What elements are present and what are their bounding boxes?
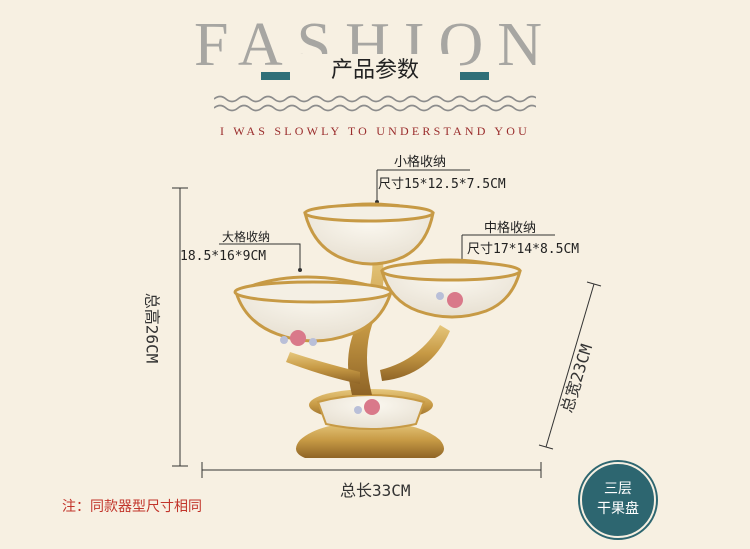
width-dimension-line — [538, 281, 602, 450]
title-bar-left — [261, 72, 299, 80]
title-bar-right — [451, 72, 489, 80]
total-height-label: 总高26CM — [142, 292, 162, 364]
product-base — [296, 389, 444, 458]
slogan: I WAS SLOWLY TO UNDERSTAND YOU — [220, 124, 530, 138]
total-length-label: 总长33CM — [340, 481, 411, 500]
wave-divider — [214, 95, 536, 112]
large-bowl — [233, 275, 393, 346]
small-compartment-label: 小格收纳 — [394, 155, 447, 170]
small-compartment-size: 尺寸15*12.5*7.5CM — [378, 177, 506, 192]
note-text: 注：同款器型尺寸相同 — [62, 499, 202, 515]
badge-line-2: 干果盘 — [597, 501, 639, 517]
length-dimension-line — [201, 462, 542, 478]
height-dimension-line — [172, 187, 188, 467]
large-compartment-label: 大格收纳 — [222, 230, 271, 244]
product-type-badge: 三层 干果盘 — [580, 462, 656, 538]
medium-bowl — [380, 258, 522, 319]
title-decoration — [261, 66, 489, 84]
small-bowl — [303, 202, 435, 266]
page-title: 产品参数 — [290, 54, 460, 88]
medium-compartment-size: 尺寸17*14*8.5CM — [467, 242, 580, 257]
medium-compartment-label: 中格收纳 — [484, 221, 537, 236]
large-compartment-size: 18.5*16*9CM — [180, 249, 267, 264]
badge-line-1: 三层 — [604, 481, 632, 497]
